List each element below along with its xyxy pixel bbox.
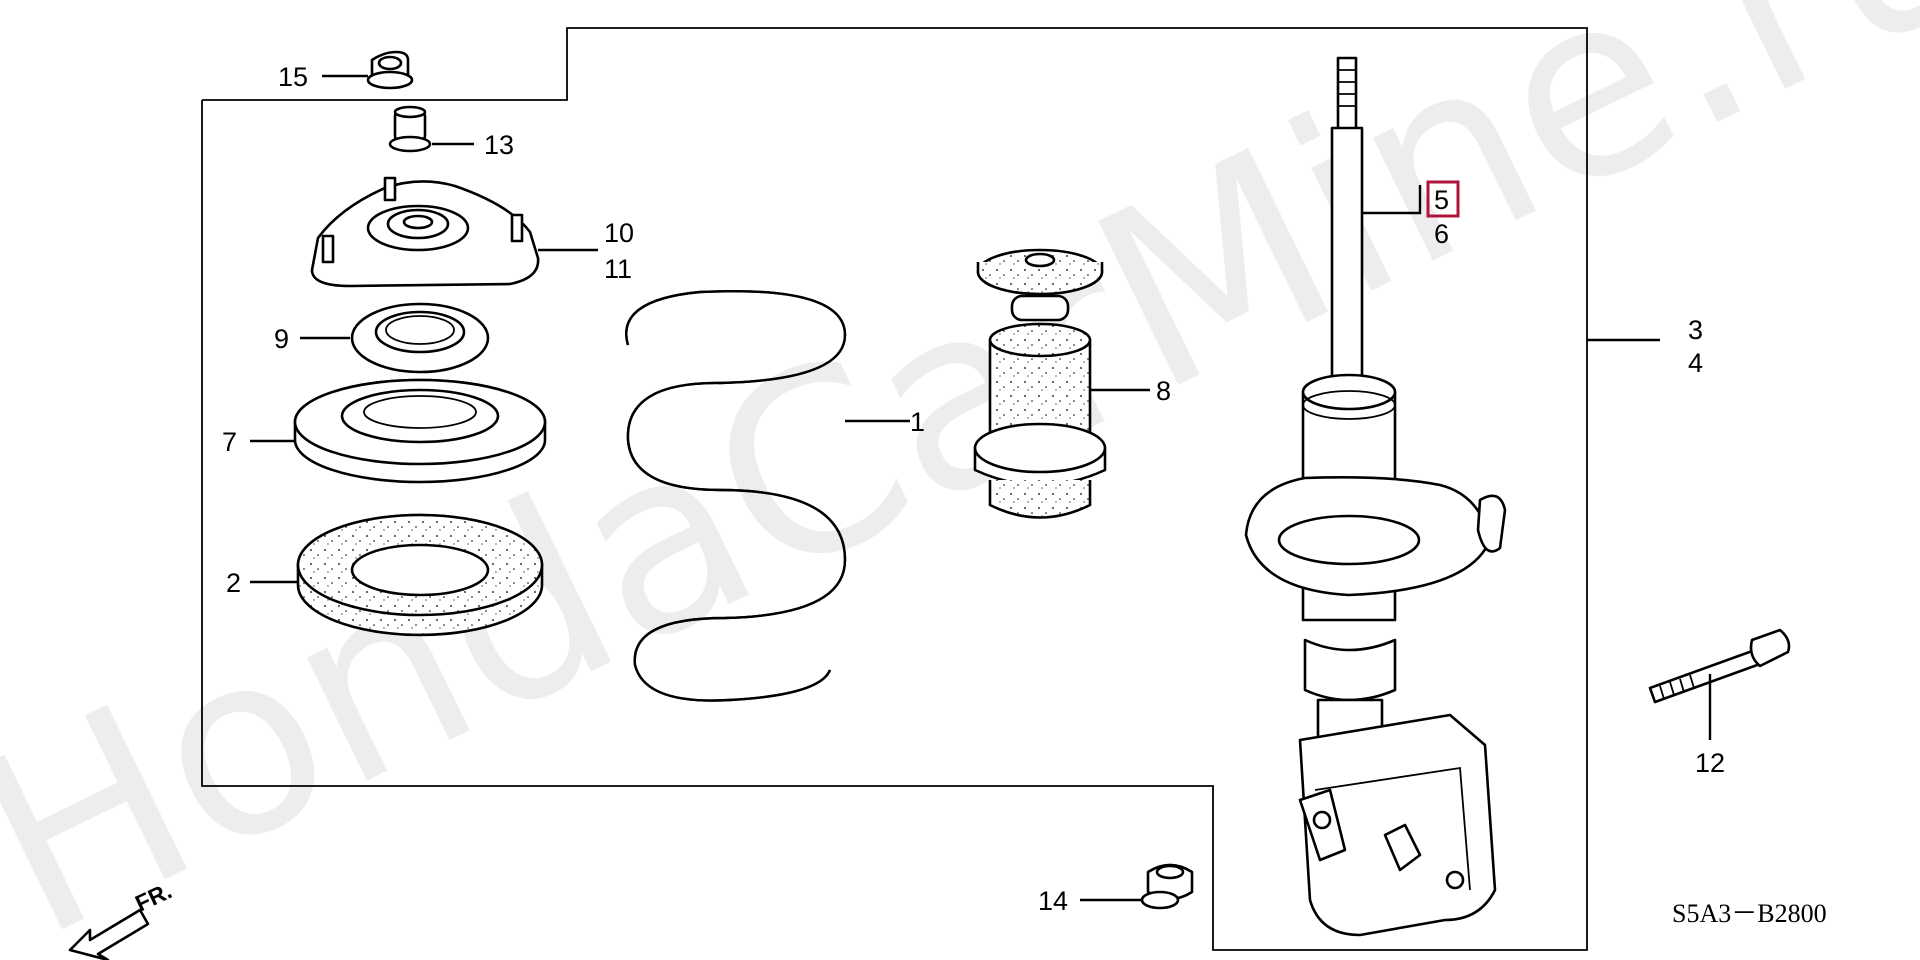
part-7-spring-mounting-seat[interactable] — [293, 378, 547, 484]
assembly-boundary — [201, 27, 1588, 951]
callout-4[interactable]: 4 — [1688, 348, 1703, 378]
part-8-front-damper-stopper[interactable] — [973, 248, 1107, 519]
leader-lines — [250, 74, 1712, 902]
callout-8[interactable]: 8 — [1156, 376, 1171, 406]
part-2-spring-lower-seat[interactable] — [296, 513, 544, 637]
callout-12[interactable]: 12 — [1695, 748, 1725, 778]
callout-3[interactable]: 3 — [1688, 315, 1703, 345]
callout-labels: 15 13 10 11 9 7 2 1 8 5 6 3 4 12 14 — [222, 62, 1725, 916]
part-15-self-locking-nut[interactable] — [366, 50, 414, 90]
front-direction-indicator: FR. — [68, 877, 176, 960]
callout-5-highlight — [1426, 180, 1460, 218]
callout-15[interactable]: 15 — [278, 62, 308, 92]
callout-7[interactable]: 7 — [222, 427, 237, 457]
callout-2[interactable]: 2 — [226, 568, 241, 598]
part-13-nut[interactable] — [388, 105, 432, 153]
part-14-self-locking-nut[interactable] — [1140, 863, 1194, 910]
part-1-front-spring[interactable] — [625, 289, 847, 702]
callout-6[interactable]: 6 — [1434, 219, 1449, 249]
callout-14[interactable]: 14 — [1038, 886, 1068, 916]
part-9-bearing[interactable] — [350, 302, 490, 374]
part-10-11-shock-absorber-mounting-base[interactable] — [310, 176, 540, 288]
callout-5[interactable]: 5 — [1434, 185, 1449, 215]
part-3-4-shock-absorber-unit[interactable] — [1244, 56, 1507, 937]
diagram-code: S5A3－B2800 — [1672, 899, 1827, 928]
callout-1[interactable]: 1 — [910, 407, 925, 437]
callout-13[interactable]: 13 — [484, 130, 514, 160]
part-12-bolt[interactable] — [1648, 628, 1791, 704]
callout-11[interactable]: 11 — [604, 254, 632, 284]
callout-10[interactable]: 10 — [604, 218, 634, 248]
callout-9[interactable]: 9 — [274, 324, 289, 354]
